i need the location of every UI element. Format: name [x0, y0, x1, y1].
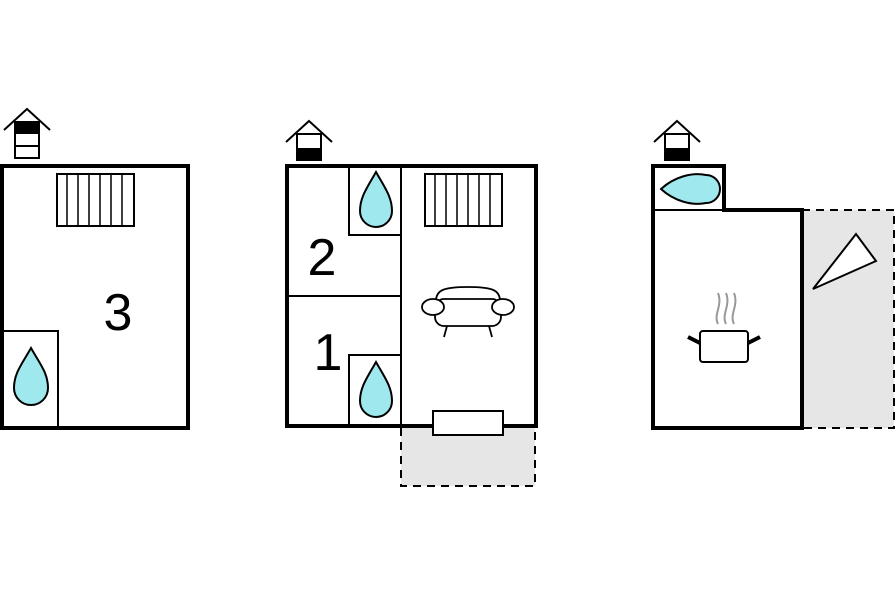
water-drop-icon: [12, 345, 50, 406]
parasol-icon: [812, 232, 878, 290]
sofa-icon: [421, 286, 515, 338]
floor-plan-1: 3: [0, 107, 190, 430]
house-icon: [3, 107, 51, 159]
bathroom-wall: [348, 166, 401, 236]
water-drop-icon: [358, 359, 394, 418]
floor-plan-3: [651, 119, 895, 430]
room-number: 2: [308, 229, 337, 287]
entrance-door: [432, 410, 504, 436]
room-number: 1: [314, 324, 343, 382]
room-number: 3: [104, 284, 133, 342]
floor-plan-2: 2 1: [285, 119, 538, 487]
room-outline: [651, 164, 804, 430]
radiator-icon: [56, 173, 135, 227]
water-drop-icon: [659, 173, 721, 205]
house-icon: [653, 119, 701, 161]
water-drop-icon: [358, 169, 394, 228]
radiator-icon: [424, 173, 503, 227]
bathroom-wall: [2, 330, 59, 428]
bathroom-wall: [348, 354, 401, 426]
house-icon: [285, 119, 333, 161]
cooking-pot-icon: [687, 292, 761, 363]
room-outline: [0, 164, 190, 430]
